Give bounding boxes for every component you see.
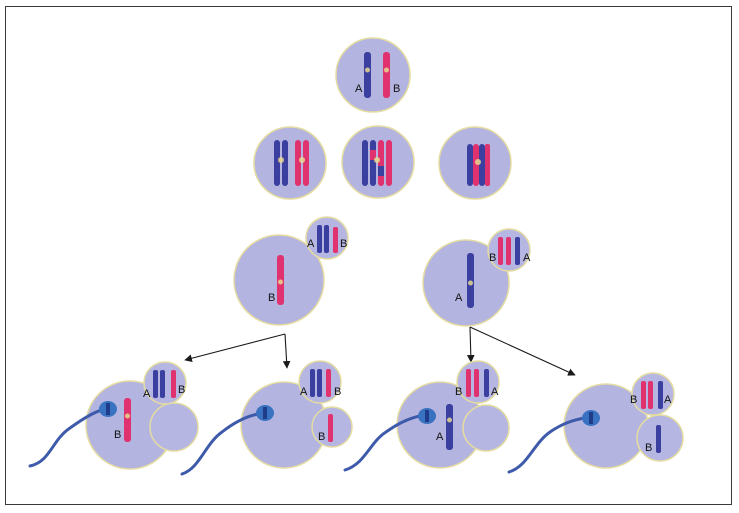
polar-body-left: A B	[305, 216, 349, 260]
chromosome-a	[364, 52, 371, 98]
replicated-cell-1	[253, 126, 327, 200]
label-z2-polar-b: B	[334, 386, 341, 398]
paired-cell-3	[438, 126, 512, 200]
label-oocyte-right-a: A	[455, 292, 463, 304]
bud-z2: B	[311, 406, 353, 448]
polar-body-z1: A B	[143, 361, 187, 405]
parent-cell: A B	[335, 37, 411, 113]
arrow-right-2	[469, 326, 576, 376]
paired-cell-2	[341, 125, 415, 199]
label-z1-polar-b: B	[178, 384, 185, 396]
chromosome-b	[383, 52, 390, 98]
arrow-left-1	[184, 333, 286, 362]
sperm-icon	[343, 408, 436, 472]
oocyte-left: B A B	[233, 216, 349, 326]
polar-body-z2: A B	[298, 360, 342, 404]
arrow-right-1	[466, 326, 475, 363]
label-z1-polar-a: A	[143, 388, 151, 400]
sperm-icon	[507, 410, 600, 474]
oocyte-right: A B A	[422, 228, 531, 327]
polar-body-z3: B A	[455, 360, 500, 404]
bud-z4: B	[636, 414, 684, 462]
label-parent-a: A	[355, 83, 363, 95]
zygote-2: A B B	[180, 360, 353, 476]
arrow-icon	[184, 326, 576, 376]
label-z4-polar-a: A	[664, 394, 672, 406]
zygote-4: B A B	[507, 372, 684, 474]
label-z2-bud-b: B	[318, 431, 325, 443]
label-oocyte-left-b: B	[268, 292, 275, 304]
zygote-3: A B A	[343, 360, 510, 472]
label-polar-right-a: A	[523, 252, 531, 264]
label-z3-cell-a: A	[436, 431, 444, 443]
polar-body-z4: B A	[630, 372, 675, 416]
label-polar-left-b: B	[340, 238, 347, 250]
label-z4-bud-b: B	[645, 442, 652, 454]
label-z2-polar-a: A	[300, 386, 308, 398]
arrow-left-2	[282, 333, 291, 369]
label-parent-b: B	[393, 83, 400, 95]
zygote-1: B A B	[28, 361, 199, 470]
sperm-icon	[28, 401, 117, 468]
label-polar-left-a: A	[307, 238, 315, 250]
label-z4-polar-b: B	[630, 394, 637, 406]
label-z1-cell-b: B	[114, 429, 121, 441]
label-z3-polar-b: B	[455, 386, 462, 398]
label-polar-right-b: B	[489, 252, 496, 264]
sperm-icon	[180, 405, 274, 476]
label-z3-polar-a: A	[491, 386, 499, 398]
polar-body-right: B A	[487, 228, 531, 272]
